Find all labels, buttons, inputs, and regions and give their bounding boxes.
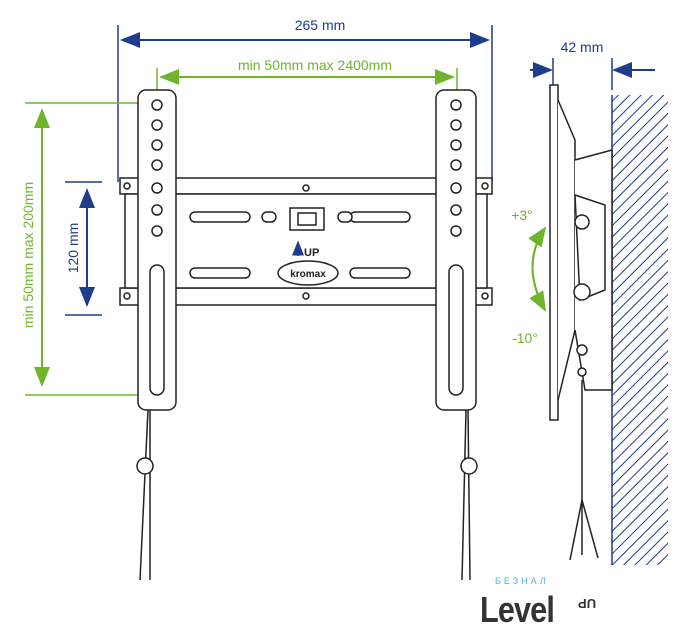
tilt-arc [528,226,547,312]
tilt-down-label: -10° [512,330,538,346]
horizontal-vesa-label: min 50mm max 2400mm [238,57,392,73]
levelup-logo: БЕЗНАЛ Level UP [480,576,610,636]
depth-dimension [530,58,655,90]
vertical-vesa-label: min 50mm max 200mm [20,182,36,328]
logo-up: UP [578,596,597,611]
brand-label: kromax [290,269,326,280]
width-label: 265 mm [295,17,346,33]
horizontal-vesa-dimension [156,68,458,100]
wall-plate [119,177,493,306]
logo-sub: БЕЗНАЛ [495,576,549,586]
vertical-vesa-dimension [25,102,155,396]
up-label: UP [304,247,319,259]
right-upright [435,89,478,581]
side-view-bracket [549,84,613,561]
center-label: 120 mm [65,223,81,274]
center-dimension [65,181,102,316]
tilt-up-label: +3° [511,207,533,223]
depth-label: 42 mm [561,39,604,55]
left-upright [136,89,177,581]
logo-main: Level [480,589,555,630]
wall-hatch [612,95,668,565]
